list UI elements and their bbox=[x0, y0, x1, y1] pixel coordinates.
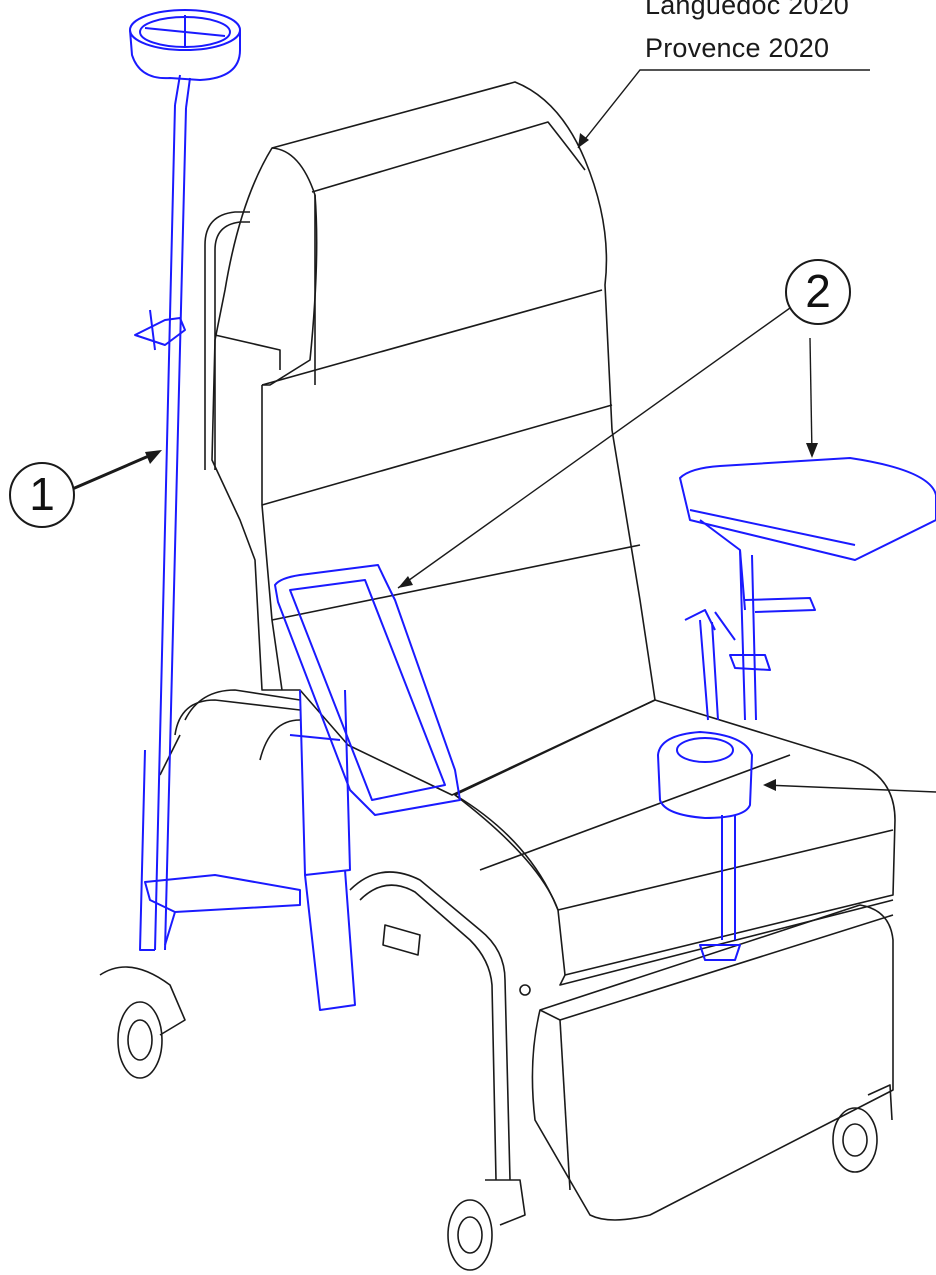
model-label-line-1: Languedoc 2020 bbox=[645, 0, 849, 20]
arrowhead-callout-2b bbox=[806, 443, 818, 458]
callout-circles bbox=[9, 259, 851, 528]
leader-callout-2b bbox=[809, 337, 813, 456]
arrowhead-callout-1 bbox=[145, 450, 162, 464]
left-armrest bbox=[274, 564, 461, 1011]
accessories bbox=[129, 9, 936, 1011]
callout-circle-1 bbox=[9, 462, 75, 528]
leader-callout-2a bbox=[397, 307, 791, 589]
iv-pole-bracket bbox=[144, 874, 301, 913]
backrest-panel-2 bbox=[261, 404, 613, 506]
caster-front-left bbox=[99, 966, 186, 1079]
caster-rear-right bbox=[832, 1084, 893, 1173]
rear-push-handle bbox=[204, 211, 250, 470]
backrest-panel-1 bbox=[261, 289, 603, 386]
backrest-shell bbox=[211, 81, 656, 796]
leader-right-edge bbox=[764, 784, 936, 793]
arrowhead-right-edge bbox=[763, 779, 776, 791]
base-frame bbox=[184, 689, 301, 721]
model-label-line-2: Provence 2020 bbox=[645, 33, 830, 63]
backrest-panel-3 bbox=[271, 544, 641, 621]
seat-cushion bbox=[454, 699, 896, 976]
iv-pole bbox=[129, 9, 301, 951]
arrowhead-callout-2a bbox=[398, 576, 413, 588]
callout-number-1: 1 bbox=[29, 468, 55, 520]
leader-lines bbox=[69, 69, 936, 793]
chair-body bbox=[99, 81, 896, 1271]
right-armrest bbox=[679, 457, 936, 721]
callout-circle-2 bbox=[785, 259, 851, 325]
caster-front-right bbox=[447, 1179, 526, 1271]
arrowhead-model-label bbox=[578, 133, 589, 148]
leader-callout-1 bbox=[69, 450, 159, 492]
leader-model-label bbox=[577, 69, 870, 149]
callout-number-2: 2 bbox=[805, 265, 831, 317]
lateral-support bbox=[657, 731, 753, 961]
arrowheads bbox=[145, 133, 818, 791]
legrest bbox=[531, 904, 894, 1221]
